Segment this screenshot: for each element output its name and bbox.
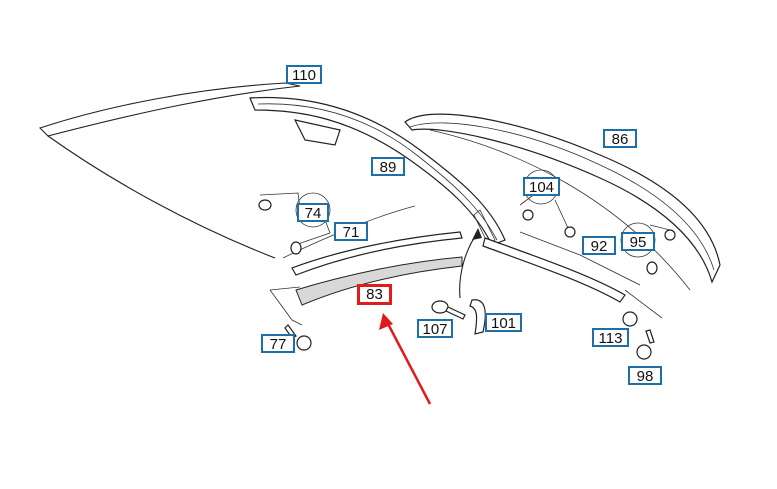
callout-98[interactable]: 98 bbox=[628, 366, 662, 385]
callout-89[interactable]: 89 bbox=[371, 157, 405, 176]
seal-83 bbox=[295, 256, 463, 306]
callout-113[interactable]: 113 bbox=[592, 328, 629, 347]
seal-71 bbox=[291, 231, 463, 276]
callout-77[interactable]: 77 bbox=[261, 334, 295, 353]
highlight-arrowhead bbox=[379, 313, 393, 330]
highlight-arrow bbox=[384, 319, 432, 405]
callout-74[interactable]: 74 bbox=[297, 203, 329, 222]
callout-107[interactable]: 107 bbox=[417, 319, 453, 338]
callout-71[interactable]: 71 bbox=[334, 222, 368, 241]
assembly-arrow bbox=[459, 231, 479, 299]
rear-rail bbox=[404, 113, 721, 291]
callout-104[interactable]: 104 bbox=[523, 177, 560, 196]
callout-110[interactable]: 110 bbox=[286, 65, 322, 84]
seal-92 bbox=[482, 231, 641, 303]
callout-86[interactable]: 86 bbox=[603, 129, 637, 148]
front-header-rail bbox=[249, 96, 506, 246]
callout-101[interactable]: 101 bbox=[485, 313, 522, 332]
callout-92[interactable]: 92 bbox=[582, 236, 616, 255]
callout-83-highlighted[interactable]: 83 bbox=[357, 284, 392, 305]
assembly-arrowhead bbox=[472, 228, 482, 240]
hardware bbox=[258, 199, 676, 360]
callout-95[interactable]: 95 bbox=[621, 232, 655, 251]
